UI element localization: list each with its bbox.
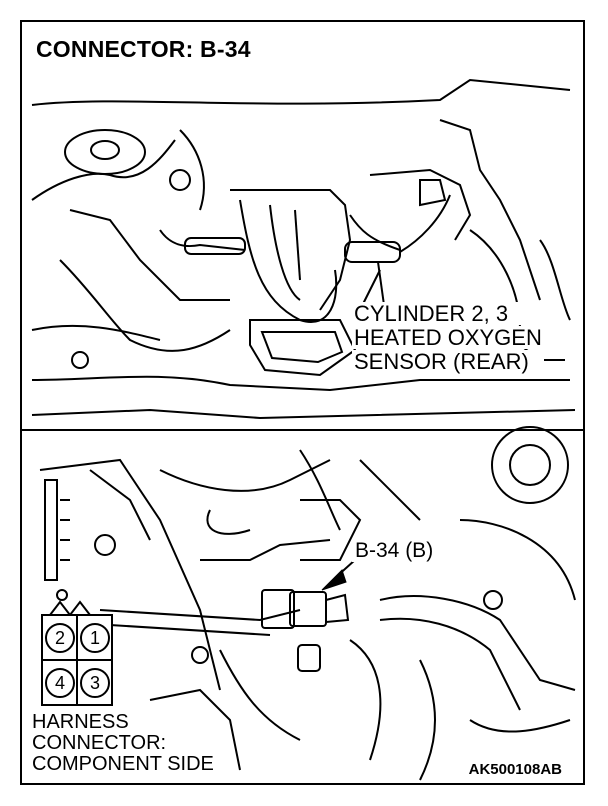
upper-view-drawing: [31, 78, 576, 420]
harness-label-line: HARNESS: [30, 712, 216, 733]
harness-label-line: CONNECTOR:: [30, 733, 216, 754]
sensor-label-line: SENSOR (REAR): [352, 350, 544, 373]
connector-title: CONNECTOR: B-34: [36, 36, 251, 62]
sensor-label-line: HEATED OXYGEN: [352, 325, 544, 351]
sensor-label-line: CYLINDER 2, 3: [352, 302, 544, 325]
lower-view-drawing: [39, 426, 576, 781]
figure-code: AK500108AB: [466, 761, 564, 778]
sensor-label: CYLINDER 2, 3 HEATED OXYGEN SENSOR (REAR…: [352, 302, 544, 374]
pin-4: 4: [45, 668, 75, 698]
diagram-frame: [20, 20, 585, 785]
connector-arrow-icon: [321, 569, 347, 591]
connector-callout-label: B-34 (B): [352, 539, 437, 563]
pin-2: 2: [45, 623, 75, 653]
pin-1: 1: [80, 623, 110, 653]
harness-label-line: COMPONENT SIDE: [30, 753, 216, 775]
pin-3: 3: [80, 668, 110, 698]
harness-label: HARNESS CONNECTOR: COMPONENT SIDE: [30, 712, 216, 775]
sensor-leader-line: [377, 261, 385, 306]
